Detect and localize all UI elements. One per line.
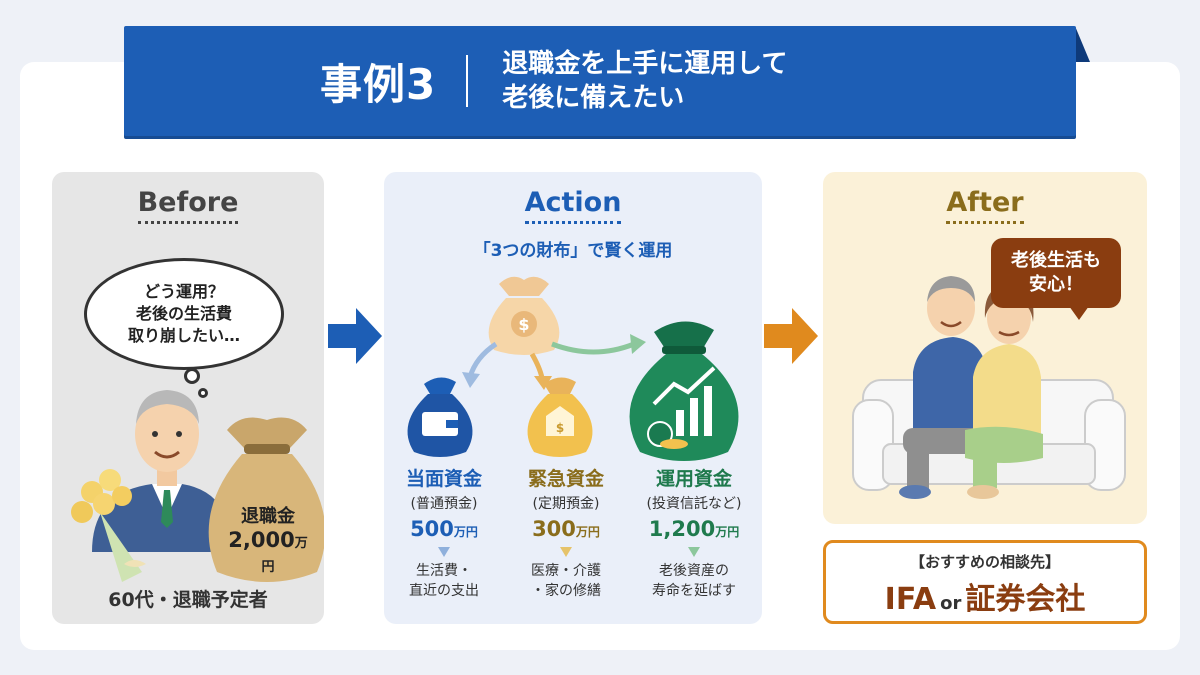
speech-line1: 老後生活も — [1011, 250, 1101, 271]
couple-illustration — [852, 276, 1126, 499]
current-funds-name: 当面資金 — [405, 468, 482, 490]
severance-bag-text: 退職金 2,000万円 — [222, 502, 314, 576]
svg-text:$: $ — [556, 421, 564, 435]
before-panel: Before どう運用？ 老後の生活費 取り崩したい… — [52, 172, 324, 624]
arrow-to-current-icon — [467, 341, 498, 378]
investment-bag-icon — [629, 321, 739, 461]
header-title: 退職金を上手に運用して 老後に備えたい — [502, 47, 787, 115]
before-heading: Before — [52, 187, 324, 224]
severance-amount: 2,000万円 — [228, 528, 308, 575]
current-funds-column: 当面資金 (普通預金) 500万円 生活費・ 直近の支出 — [384, 464, 504, 601]
emergency-funds-use: 医療・介護 ・家の修繕 — [531, 563, 601, 599]
speech-line2: 安心！ — [1029, 274, 1083, 295]
action-heading: Action — [384, 187, 762, 224]
action-panel: Action 「3つの財布」で賢く運用 $ $ — [384, 172, 762, 624]
money-bag-icon — [208, 417, 324, 582]
source-money-bag-icon: $ — [488, 276, 560, 355]
svg-text:$: $ — [518, 315, 529, 334]
header-title-line1: 退職金を上手に運用して — [502, 49, 788, 79]
header-banner: 事例3 退職金を上手に運用して 老後に備えたい — [124, 26, 1076, 136]
thought-line2: 老後の生活費 — [135, 304, 232, 323]
triangle-down-icon — [438, 547, 450, 557]
investment-funds-column: 運用資金 (投資信託など) 1,200万円 老後資産の 寿命を延ばす — [624, 464, 764, 601]
arrow-right-icon — [328, 308, 382, 364]
current-funds-use: 生活費・ 直近の支出 — [409, 563, 479, 599]
arrow-to-invest-icon — [551, 341, 635, 355]
bouquet-icon — [71, 469, 146, 582]
case-label: 事例3 — [320, 59, 437, 109]
severance-label: 退職金 — [241, 506, 295, 527]
banner-fold — [1075, 26, 1090, 62]
emergency-funds-column: 緊急資金 (定期預金) 300万円 医療・介護 ・家の修繕 — [506, 464, 626, 601]
after-panel: After 老 — [823, 172, 1147, 524]
emergency-funds-type: (定期預金) — [532, 496, 600, 512]
thought-line3: 取り崩したい… — [127, 326, 240, 345]
action-subtitle: 「3つの財布」で賢く運用 — [473, 241, 673, 261]
recommendation-securities: 証券会社 — [965, 582, 1086, 617]
recommendation-ifa: IFA — [884, 582, 937, 617]
recommendation-heading: 【おすすめの相談先】 — [909, 553, 1060, 571]
emergency-funds-amount: 300万円 — [532, 517, 600, 541]
husband-icon — [899, 276, 987, 499]
three-wallets-illustration: $ $ — [407, 276, 739, 461]
after-heading: After — [823, 187, 1147, 224]
current-funds-type: (普通預金) — [410, 496, 478, 512]
thought-line1: どう運用？ — [143, 282, 224, 301]
speech-bubble: 老後生活も 安心！ — [991, 238, 1121, 308]
header-title-line2: 老後に備えたい — [502, 83, 685, 113]
current-funds-amount: 500万円 — [410, 517, 478, 541]
retiree-illustration — [71, 390, 324, 582]
emergency-funds-name: 緊急資金 — [527, 468, 604, 490]
triangle-down-icon — [560, 547, 572, 557]
thought-dot-large — [184, 368, 200, 384]
investment-funds-use: 老後資産の 寿命を延ばす — [652, 563, 736, 599]
investment-funds-name: 運用資金 — [655, 468, 732, 490]
arrow-right-icon — [764, 308, 818, 364]
wallet-icon — [407, 377, 473, 457]
investment-funds-amount: 1,200万円 — [648, 517, 740, 541]
arrow-to-emergency-icon — [529, 352, 545, 379]
investment-funds-type: (投資信託など) — [646, 496, 742, 512]
thought-bubble: どう運用？ 老後の生活費 取り崩したい… — [84, 258, 284, 370]
triangle-down-icon — [688, 547, 700, 557]
speech-bubble-tail — [1069, 306, 1089, 320]
person-label: 60代・退職予定者 — [108, 589, 268, 611]
recommendation-or: or — [940, 593, 962, 614]
header-separator — [466, 55, 469, 107]
emergency-bag-icon: $ — [527, 377, 593, 457]
retiree-icon — [92, 390, 232, 552]
thought-dot-small — [198, 388, 208, 398]
